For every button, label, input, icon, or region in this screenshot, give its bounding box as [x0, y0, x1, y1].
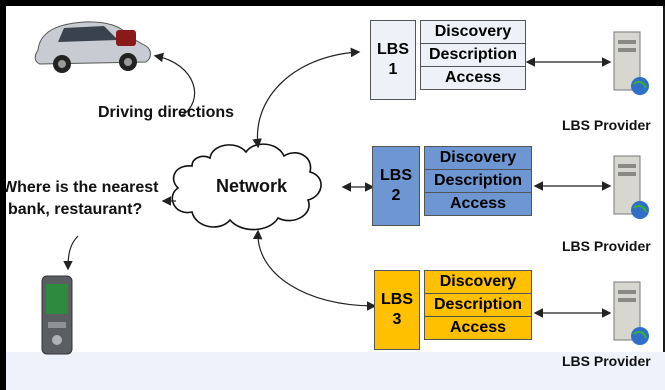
- description-layer: Description: [424, 293, 532, 317]
- bottom-strip: [6, 352, 665, 390]
- lbs-provider-label-3: LBS Provider: [562, 353, 651, 369]
- server-globe-icon: [613, 31, 649, 95]
- driving-directions-label: Driving directions: [98, 104, 235, 121]
- lbs-provider-label-1: LBS Provider: [562, 117, 651, 133]
- discovery-layer: Discovery: [424, 146, 532, 170]
- access-layer: Access: [420, 66, 526, 90]
- server-globe-icon: [613, 155, 649, 219]
- description-layer: Description: [420, 43, 526, 67]
- mobile-phone-icon: [41, 275, 73, 355]
- discovery-layer: Discovery: [420, 20, 526, 44]
- lbs-3-layers: Discovery Description Access: [424, 270, 532, 340]
- car-icon: [34, 21, 151, 73]
- network-label: Network: [216, 176, 288, 196]
- access-layer: Access: [424, 316, 532, 340]
- diagram-canvas: Driving directions Where is the nearest …: [6, 6, 665, 390]
- access-layer: Access: [424, 192, 532, 216]
- lbs-1-layers: Discovery Description Access: [420, 20, 526, 90]
- network-cloud-icon: [171, 143, 322, 231]
- connector-layer: [34, 21, 649, 355]
- lbs-2-layers: Discovery Description Access: [424, 146, 532, 216]
- server-globe-icon: [613, 281, 649, 345]
- description-layer: Description: [424, 169, 532, 193]
- discovery-layer: Discovery: [424, 270, 532, 294]
- right-edge: [663, 6, 665, 352]
- question-line-1: Where is the nearest: [6, 179, 159, 196]
- question-line-2: bank, restaurant?: [8, 201, 143, 218]
- lbs-provider-label-2: LBS Provider: [562, 238, 651, 254]
